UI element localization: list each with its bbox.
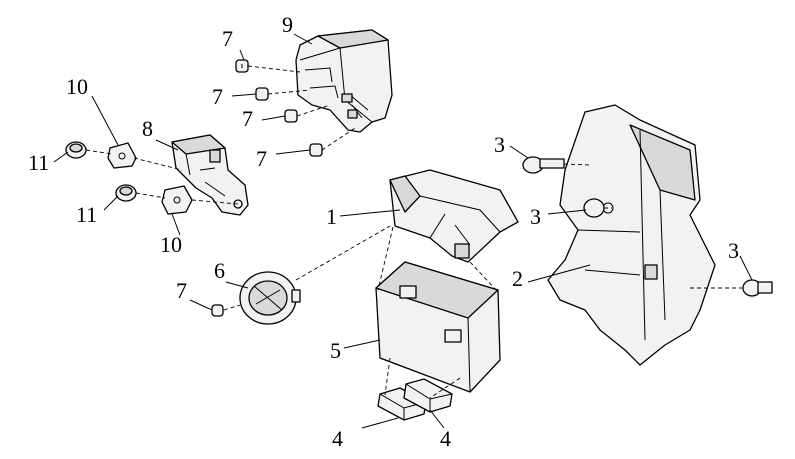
assembly-dashed-lines bbox=[85, 65, 742, 399]
callout-11: 11 bbox=[76, 202, 97, 227]
part-2-bracket bbox=[547, 104, 716, 366]
callout-5: 5 bbox=[330, 338, 341, 363]
screw-7c bbox=[284, 109, 298, 123]
callout-7: 7 bbox=[176, 278, 187, 303]
callout-4: 4 bbox=[440, 426, 451, 451]
callout-10: 10 bbox=[66, 74, 88, 99]
part-7-screws bbox=[211, 59, 323, 317]
part-10-clip-lower bbox=[161, 185, 193, 215]
part-11-nut-lower bbox=[115, 184, 137, 202]
bolt-3a bbox=[522, 156, 565, 174]
callout-1: 1 bbox=[326, 204, 337, 229]
bolt-3b bbox=[583, 198, 605, 218]
callout-3: 3 bbox=[494, 132, 505, 157]
screw-7e bbox=[211, 304, 224, 317]
callout-7: 7 bbox=[256, 146, 267, 171]
callout-6: 6 bbox=[214, 258, 225, 283]
screw-7a bbox=[235, 59, 249, 73]
part-5-battery bbox=[375, 261, 501, 393]
callout-labels: 7 9 7 7 7 10 8 11 11 10 6 7 1 5 4 4 3 3 … bbox=[28, 12, 739, 451]
part-11-nut-upper bbox=[65, 141, 87, 159]
screw-7d bbox=[309, 143, 323, 157]
part-10-clip-upper bbox=[107, 142, 137, 169]
callout-2: 2 bbox=[512, 266, 523, 291]
callout-3: 3 bbox=[728, 238, 739, 263]
part-9-fuse-cover bbox=[295, 29, 393, 133]
callout-11: 11 bbox=[28, 150, 49, 175]
callout-7: 7 bbox=[242, 106, 253, 131]
callout-9: 9 bbox=[282, 12, 293, 37]
callout-4: 4 bbox=[332, 426, 343, 451]
screw-7b bbox=[255, 87, 269, 101]
leader-lines bbox=[53, 33, 753, 429]
callout-3: 3 bbox=[530, 204, 541, 229]
callout-10: 10 bbox=[160, 232, 182, 257]
bolt-3c bbox=[742, 279, 773, 297]
part-6-round-cover bbox=[239, 271, 301, 325]
callout-7: 7 bbox=[222, 26, 233, 51]
part-4-pad-right bbox=[403, 378, 453, 413]
callout-7: 7 bbox=[212, 84, 223, 109]
part-1-battery-tray bbox=[389, 169, 519, 263]
callout-8: 8 bbox=[142, 116, 153, 141]
